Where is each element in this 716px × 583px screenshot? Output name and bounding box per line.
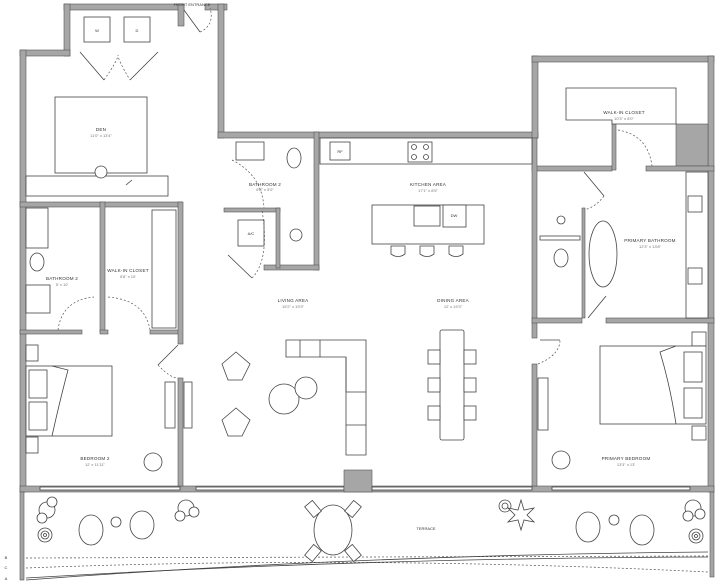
lounge-chair bbox=[629, 514, 655, 546]
island-sink bbox=[413, 205, 441, 227]
primary-closet-label: WALK-IN CLOSET bbox=[603, 110, 644, 115]
living-label: LIVING AREA bbox=[278, 298, 310, 303]
bathroom-left-label: BATHROOM 2 bbox=[46, 276, 78, 281]
vanity bbox=[25, 284, 51, 314]
primary-bedroom-label: PRIMARY BEDROOM bbox=[602, 456, 651, 461]
ac-label: A/C bbox=[248, 231, 255, 236]
plant-icon bbox=[682, 499, 706, 522]
armchair bbox=[221, 407, 251, 437]
closet-left-dims: 5'8" x 10' bbox=[120, 274, 136, 279]
edge-marker-a: A bbox=[5, 576, 8, 581]
dining-label: DINING AREA bbox=[437, 298, 470, 303]
edge-marker-c: C bbox=[5, 565, 8, 570]
ac-unit bbox=[237, 219, 265, 247]
refrigerator-label: RF bbox=[337, 149, 343, 154]
dryer bbox=[123, 16, 151, 43]
dryer-label: D bbox=[136, 28, 139, 33]
kitchen-dims: 17'1" x 8'5" bbox=[418, 188, 438, 193]
edge-marker-b: B bbox=[5, 555, 8, 560]
terrace: TERRACE B C A bbox=[5, 491, 715, 581]
dining-dims: 12' x 19'3" bbox=[444, 304, 463, 309]
tv-console bbox=[537, 377, 549, 431]
sink bbox=[235, 141, 265, 161]
flower-plant-icon bbox=[506, 498, 536, 532]
side-table bbox=[110, 516, 122, 528]
primary-bath-label: PRIMARY BATHROOM bbox=[624, 238, 675, 243]
armchair bbox=[221, 351, 251, 381]
den: DEN 11'0" x 13'4" bbox=[25, 96, 169, 197]
bathroom-center-label: BATHROOM 2 bbox=[249, 182, 281, 187]
toilet bbox=[286, 147, 302, 169]
primary-bedroom: PRIMARY BEDROOM 13'3" x 13' bbox=[537, 331, 707, 470]
closet-left-label: WALK-IN CLOSET bbox=[107, 268, 148, 273]
front-entrance-door[interactable]: FRONT ENTRANCE bbox=[174, 2, 212, 33]
primary-bedroom-dims: 13'3" x 13' bbox=[617, 462, 636, 467]
toilet bbox=[553, 248, 569, 268]
shower-head bbox=[556, 215, 566, 225]
primary-bath-dims: 12'3" x 13'8" bbox=[639, 244, 662, 249]
bedroom-2-label: BEDROOM 2 bbox=[80, 456, 110, 461]
living-dims: 15'2" x 19'3" bbox=[282, 304, 305, 309]
tv-console bbox=[183, 381, 193, 429]
plant-pot-icon bbox=[688, 528, 704, 544]
cooktop bbox=[407, 141, 433, 163]
den-label: DEN bbox=[96, 127, 106, 132]
plant-pot-icon bbox=[498, 499, 512, 513]
armchair bbox=[551, 450, 571, 470]
primary-closet: WALK-IN CLOSET 10'3" x 8'0" bbox=[565, 87, 677, 167]
den-rug bbox=[54, 96, 148, 174]
washer bbox=[83, 16, 111, 43]
dining-table bbox=[439, 329, 465, 441]
lounge-chair bbox=[78, 514, 104, 546]
vanity-counter bbox=[685, 171, 709, 319]
center-bathroom: BATHROOM 2 6'8" x 5'0" A/C bbox=[227, 141, 303, 279]
shower bbox=[289, 228, 303, 242]
bathroom-center-dims: 6'8" x 5'0" bbox=[256, 187, 274, 192]
washer-label: W bbox=[95, 28, 99, 33]
lounge-chair bbox=[129, 510, 155, 540]
coffee-table bbox=[268, 383, 300, 415]
armchair bbox=[143, 452, 163, 472]
lounge-chair bbox=[575, 511, 601, 543]
plant-icon bbox=[36, 496, 58, 524]
toilet bbox=[29, 252, 45, 272]
closet-shelf bbox=[151, 209, 177, 329]
primary-bathroom: PRIMARY BATHROOM 12'3" x 13'8" bbox=[539, 171, 709, 319]
side-table bbox=[608, 514, 620, 526]
bathroom-left-dims: 5' x 10' bbox=[56, 282, 69, 287]
bathtub bbox=[588, 220, 618, 288]
living-area: LIVING AREA 15'2" x 19'3" bbox=[183, 298, 367, 456]
bedroom-2-dims: 12' x 11'11" bbox=[85, 462, 106, 467]
kitchen: RF KITCHEN AREA 17'1" x 8'5" DW bbox=[319, 137, 533, 257]
den-dims: 11'0" x 13'4" bbox=[90, 133, 112, 138]
bedroom-2: BEDROOM 2 12' x 11'11" bbox=[25, 344, 179, 472]
desk bbox=[25, 175, 169, 197]
coffee-table-small bbox=[294, 376, 318, 400]
dishwasher bbox=[442, 204, 467, 228]
plant-pot-icon bbox=[37, 527, 53, 543]
kitchen-label: KITCHEN AREA bbox=[410, 182, 447, 187]
dishwasher-label: DW bbox=[451, 213, 458, 218]
desk-chair bbox=[94, 165, 108, 179]
left-bath-closet: BATHROOM 2 5' x 10' WALK-IN CLOSET 5'8" … bbox=[25, 207, 177, 331]
tv-console bbox=[164, 381, 176, 429]
terrace-label: TERRACE bbox=[416, 526, 435, 531]
plant-icon bbox=[174, 499, 200, 522]
walls bbox=[19, 3, 715, 493]
terrace-table bbox=[313, 504, 353, 556]
primary-closet-dims: 10'3" x 8'0" bbox=[614, 116, 634, 121]
laundry: W D bbox=[79, 16, 159, 81]
dining-area: DINING AREA 12' x 19'3" bbox=[427, 298, 477, 441]
front-entrance-label: FRONT ENTRANCE bbox=[174, 2, 211, 7]
closet-shelving bbox=[565, 87, 677, 125]
refrigerator bbox=[329, 141, 351, 161]
